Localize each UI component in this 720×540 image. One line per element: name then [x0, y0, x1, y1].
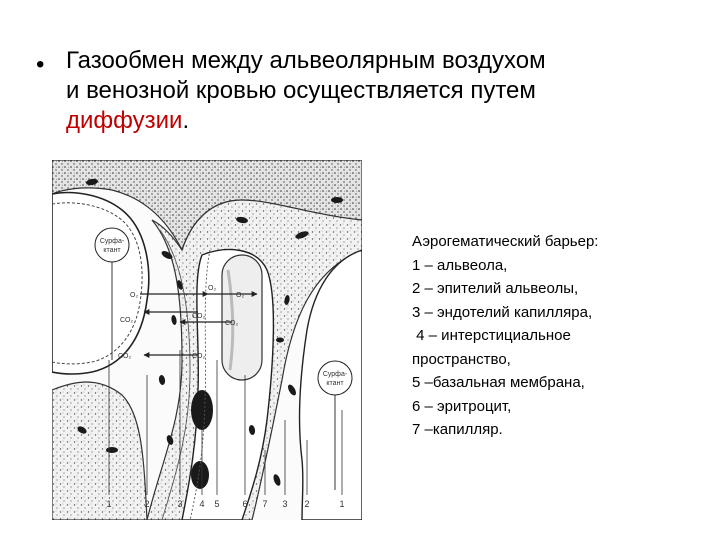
bullet-line-1: Газообмен между альвеолярным воздухом [66, 46, 686, 76]
barrier-diagram: Сурфа- ктант Сурфа- ктант O₂ O₂ O₂ CO₂ C… [52, 160, 362, 520]
co2-label-mid: CO₂ [192, 313, 206, 320]
legend-item: 7 –капилляр. [412, 418, 712, 442]
number-label: 5 [214, 499, 219, 509]
surfactant-right: Сурфа- ктант [318, 361, 352, 395]
o2-label-left: O₂ [130, 292, 138, 299]
surfactant-left-line1: Сурфа- [100, 238, 125, 245]
co2-label-low-mid: CO₂ [192, 353, 206, 360]
number-label: 1 [339, 499, 344, 509]
co2-label-left: CO₂ [120, 317, 134, 324]
legend-title: Аэрогематический барьер: [412, 230, 712, 254]
surfactant-right-line1: Сурфа- [323, 371, 348, 378]
number-label: 6 [242, 499, 247, 509]
number-label: 7 [262, 499, 267, 509]
o2-label-mid: O₂ [208, 285, 216, 292]
legend: Аэрогематический барьер: 1 – альвеола, 2… [412, 230, 712, 442]
bullet-line-2: и венозной кровью осуществляется путем [66, 76, 686, 106]
surfactant-left: Сурфа- ктант [95, 228, 129, 262]
o2-label-right: O₂ [236, 292, 244, 299]
bullet-text: Газообмен между альвеолярным воздухом и … [66, 46, 686, 136]
legend-item: пространство, [412, 348, 712, 372]
surfactant-right-line2: ктант [326, 380, 344, 387]
legend-item: 1 – альвеола, [412, 254, 712, 278]
number-label: 1 [106, 499, 111, 509]
co2-label-low-left: CO₂ [118, 353, 132, 360]
highlight-word: диффузии [66, 107, 182, 134]
bullet-dot: • [36, 50, 44, 80]
number-label: 2 [304, 499, 309, 509]
legend-item: 2 – эпителий альвеолы, [412, 277, 712, 301]
surfactant-left-line2: ктант [103, 247, 121, 254]
co2-label-right: CO₂ [225, 320, 239, 327]
legend-item: 4 – интерстициальное [412, 324, 712, 348]
number-label: 2 [144, 499, 149, 509]
bullet-line-3: диффузии. [66, 106, 686, 136]
number-label: 4 [199, 499, 204, 509]
legend-item: 3 – эндотелий капилляра, [412, 301, 712, 325]
number-label: 3 [177, 499, 182, 509]
bullet-end: . [182, 107, 189, 134]
number-label: 3 [282, 499, 287, 509]
bullet-point: • Газообмен между альвеолярным воздухом … [36, 46, 686, 136]
legend-item: 5 –базальная мембрана, [412, 371, 712, 395]
legend-item: 6 – эритроцит, [412, 395, 712, 419]
